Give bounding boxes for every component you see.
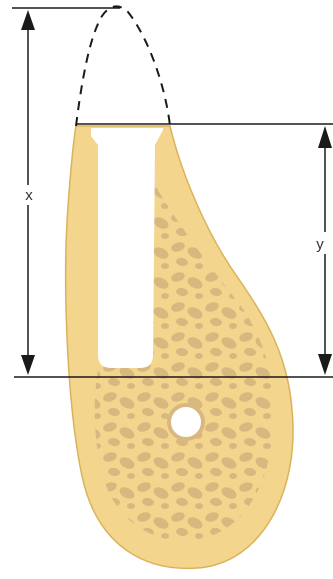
canal-foramen <box>169 405 203 439</box>
original-ridge-dashed-outline <box>76 6 170 126</box>
extraction-socket <box>91 128 163 368</box>
y-dimension-label: y <box>316 236 324 253</box>
x-dimension-label: x <box>25 187 33 204</box>
